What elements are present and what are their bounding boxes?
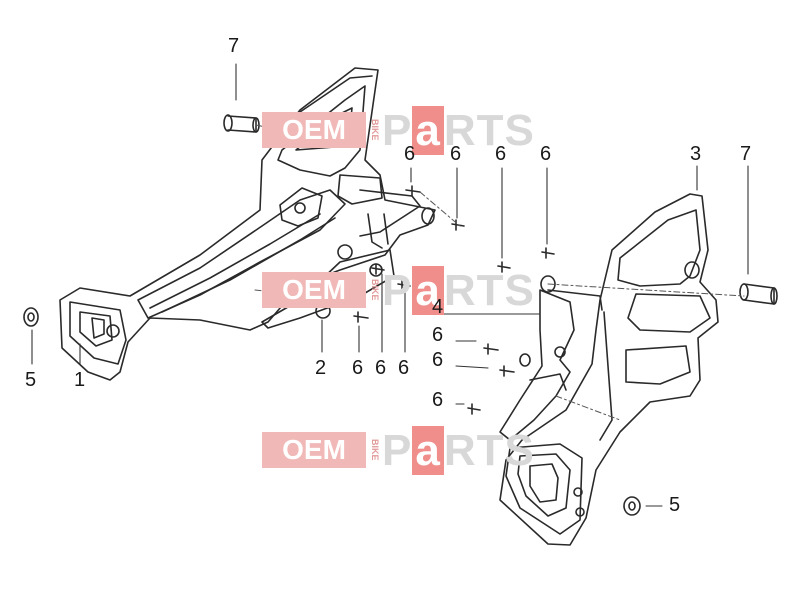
- screw-group: [353, 185, 555, 415]
- callout-3: 3: [690, 143, 702, 165]
- watermark-bike: BIKE: [370, 119, 380, 141]
- watermark-parts: PaRTS: [382, 426, 535, 475]
- callout-7-right: 7: [740, 143, 752, 165]
- callout-2: 2: [315, 357, 327, 379]
- callout-6-i: 6: [375, 357, 387, 379]
- callout-6-h: 6: [352, 357, 364, 379]
- callout-6-e: 6: [432, 324, 444, 346]
- callout-4: 4: [432, 296, 444, 318]
- watermark-parts: PaRTS: [382, 266, 535, 315]
- callout-7-left: 7: [228, 35, 240, 57]
- watermark-oem: OEM: [262, 112, 366, 148]
- callout-6-a: 6: [404, 143, 416, 165]
- callout-6-f: 6: [432, 349, 444, 371]
- right-footrest-bracket: [499, 193, 719, 546]
- watermark-oem: OEM: [262, 432, 366, 468]
- callout-6-c: 6: [495, 143, 507, 165]
- callout-6-j: 6: [398, 357, 410, 379]
- watermark-oem: OEM: [262, 272, 366, 308]
- callout-6-g: 6: [432, 389, 444, 411]
- pin-right: [739, 283, 778, 305]
- callout-5-right: 5: [669, 494, 681, 516]
- leader-lines: [31, 63, 749, 507]
- callout-5-left: 5: [25, 369, 37, 391]
- right-hanger-plate: [499, 275, 603, 441]
- callout-6-d: 6: [540, 143, 552, 165]
- pin-left: [223, 114, 260, 133]
- watermark-bike: BIKE: [370, 439, 380, 461]
- callout-6-b: 6: [450, 143, 462, 165]
- washer-left: [23, 307, 39, 327]
- watermark-bike: BIKE: [370, 279, 380, 301]
- washer-right: [623, 496, 641, 516]
- watermark-parts: PaRTS: [382, 106, 535, 155]
- callout-1: 1: [74, 369, 86, 391]
